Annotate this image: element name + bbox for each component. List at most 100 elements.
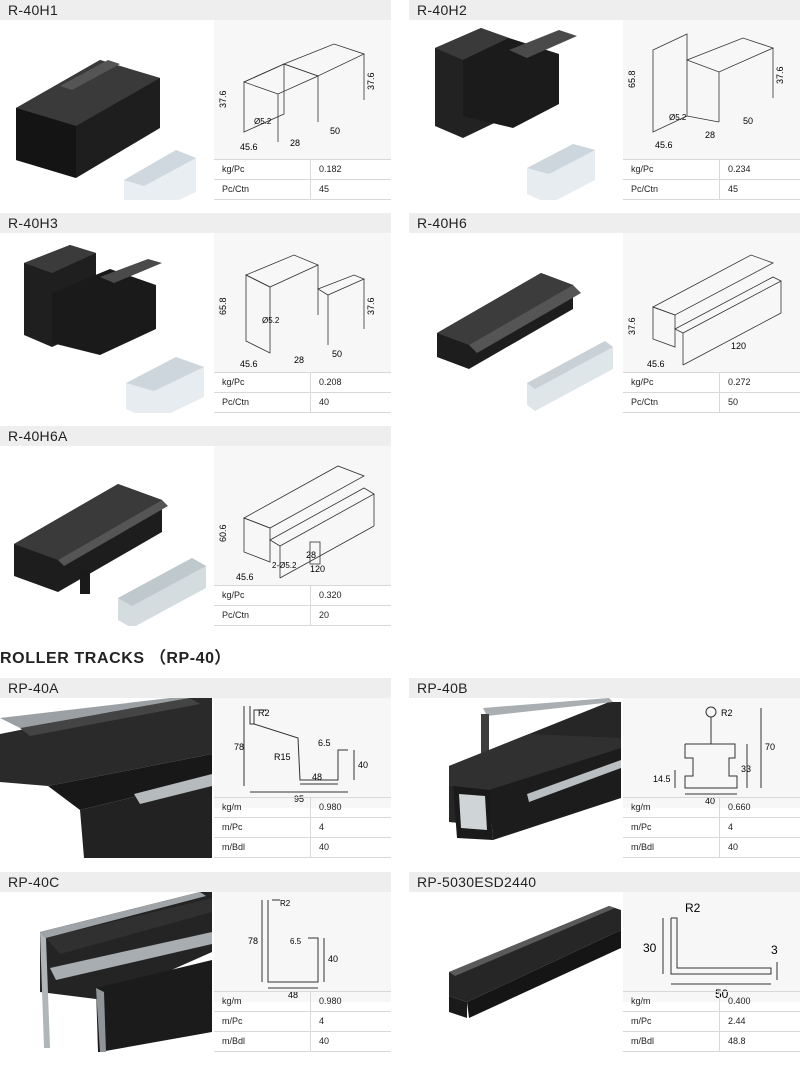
spec-value: 0.208 bbox=[319, 377, 342, 387]
technical-drawing: 78 R2 R15 6.5 40 48 95 bbox=[214, 698, 391, 808]
technical-drawing: 37.6 37.6 45.6 28 50 Ø5.2 bbox=[214, 20, 391, 160]
spec-label: m/Bdl bbox=[214, 838, 311, 857]
spec-value: 40 bbox=[319, 842, 330, 852]
spec-label: Pc/Ctn bbox=[214, 606, 311, 625]
spec-label: m/Pc bbox=[214, 818, 311, 837]
spec-value: 48.8 bbox=[728, 1036, 746, 1046]
svg-text:78: 78 bbox=[234, 742, 244, 752]
spec-row: kg/Pc 0.272 bbox=[623, 372, 800, 392]
svg-text:45.6: 45.6 bbox=[236, 572, 254, 582]
spec-value: 0.320 bbox=[319, 590, 342, 600]
svg-text:28: 28 bbox=[705, 130, 715, 140]
spec-label: kg/Pc bbox=[214, 160, 311, 179]
svg-text:65.8: 65.8 bbox=[627, 70, 637, 88]
product-photo bbox=[409, 20, 621, 204]
spec-value: 0.272 bbox=[728, 377, 751, 387]
product-title: RP-40A bbox=[0, 678, 391, 698]
product-card-r-40h1: R-40H1 37.6 bbox=[0, 0, 391, 216]
spec-value: 40 bbox=[319, 1036, 330, 1046]
spec-label: kg/Pc bbox=[623, 160, 720, 179]
spec-label: m/Pc bbox=[623, 818, 720, 837]
spec-value: 2.44 bbox=[728, 1016, 746, 1026]
svg-text:37.6: 37.6 bbox=[366, 297, 376, 315]
svg-text:28: 28 bbox=[290, 138, 300, 148]
spec-label: kg/m bbox=[214, 798, 311, 817]
svg-text:45.6: 45.6 bbox=[647, 359, 665, 369]
product-photo bbox=[409, 233, 621, 413]
technical-drawing: R2 70 33 14.5 40 bbox=[623, 698, 800, 808]
svg-text:R2: R2 bbox=[280, 899, 291, 908]
product-photo bbox=[0, 892, 212, 1052]
spec-label: kg/Pc bbox=[623, 373, 720, 392]
spec-value: 0.660 bbox=[728, 802, 751, 812]
product-card-r-40h6a: R-40H6A bbox=[0, 426, 391, 628]
svg-text:33: 33 bbox=[741, 764, 751, 774]
spec-label: m/Pc bbox=[214, 1012, 311, 1031]
spec-value: 45 bbox=[728, 184, 739, 194]
svg-text:Ø5.2: Ø5.2 bbox=[262, 316, 280, 325]
spec-row: m/Bdl 48.8 bbox=[623, 1031, 800, 1052]
spec-label: Pc/Ctn bbox=[623, 180, 720, 199]
product-photo bbox=[409, 892, 621, 1052]
spec-table: kg/Pc 0.182 Pc/Ctn 45 bbox=[214, 159, 391, 200]
technical-drawing: 65.8 37.6 45.6 28 50 Ø5.2 bbox=[623, 20, 800, 160]
svg-text:40: 40 bbox=[328, 954, 338, 964]
product-photo bbox=[409, 698, 621, 858]
product-photo bbox=[0, 698, 212, 858]
technical-drawing: R2 78 6.5 40 48 bbox=[214, 892, 391, 1002]
spec-label: Pc/Ctn bbox=[623, 393, 720, 412]
spec-value: 0.980 bbox=[319, 802, 342, 812]
product-card-r-40h2: R-40H2 65.8 37.6 bbox=[409, 0, 800, 204]
product-title: RP-40C bbox=[0, 872, 391, 892]
product-title: RP-5030ESD2440 bbox=[409, 872, 800, 892]
spec-row: m/Bdl 40 bbox=[214, 1031, 391, 1052]
spec-row: m/Pc 4 bbox=[214, 817, 391, 837]
spec-label: m/Bdl bbox=[214, 1032, 311, 1051]
product-card-r-40h3: R-40H3 65.8 bbox=[0, 213, 391, 421]
spec-value: 0.234 bbox=[728, 164, 751, 174]
svg-text:R2: R2 bbox=[685, 901, 701, 915]
svg-text:48: 48 bbox=[312, 772, 322, 782]
product-title: R-40H6 bbox=[409, 213, 800, 233]
spec-table: kg/m 0.980 m/Pc 4 m/Bdl 40 bbox=[214, 797, 391, 858]
spec-label: m/Bdl bbox=[623, 1032, 720, 1051]
technical-drawing: 37.6 45.6 120 bbox=[623, 233, 800, 373]
svg-text:37.6: 37.6 bbox=[775, 66, 785, 84]
spec-label: Pc/Ctn bbox=[214, 180, 311, 199]
spec-label: kg/m bbox=[623, 992, 720, 1011]
spec-row: kg/m 0.400 bbox=[623, 991, 800, 1011]
svg-text:120: 120 bbox=[310, 564, 325, 574]
spec-value: 4 bbox=[319, 822, 325, 832]
technical-drawing: R2 30 3 50 bbox=[623, 892, 800, 1002]
spec-value: 0.400 bbox=[728, 996, 751, 1006]
svg-text:70: 70 bbox=[765, 742, 775, 752]
svg-text:50: 50 bbox=[715, 987, 729, 1001]
svg-text:40: 40 bbox=[705, 796, 715, 806]
product-title: R-40H6A bbox=[0, 426, 391, 446]
spec-label: kg/m bbox=[214, 992, 311, 1011]
spec-value: 0.182 bbox=[319, 164, 342, 174]
svg-text:45.6: 45.6 bbox=[655, 140, 673, 150]
svg-text:28: 28 bbox=[294, 355, 304, 365]
svg-text:37.6: 37.6 bbox=[218, 90, 228, 108]
product-title: R-40H1 bbox=[0, 0, 391, 20]
spec-value: 45 bbox=[319, 184, 330, 194]
svg-text:3: 3 bbox=[771, 943, 778, 957]
svg-text:50: 50 bbox=[330, 126, 340, 136]
spec-label: Pc/Ctn bbox=[214, 393, 311, 412]
spec-label: kg/Pc bbox=[214, 373, 311, 392]
spec-row: kg/Pc 0.208 bbox=[214, 372, 391, 392]
svg-text:Ø5.2: Ø5.2 bbox=[669, 113, 687, 122]
section-title: ROLLER TRACKS （RP-40） bbox=[0, 650, 232, 667]
product-title: RP-40B bbox=[409, 678, 800, 698]
product-card-rp-40b: RP-40B bbox=[409, 678, 800, 858]
svg-text:28: 28 bbox=[306, 550, 316, 560]
svg-text:60.6: 60.6 bbox=[218, 524, 228, 542]
